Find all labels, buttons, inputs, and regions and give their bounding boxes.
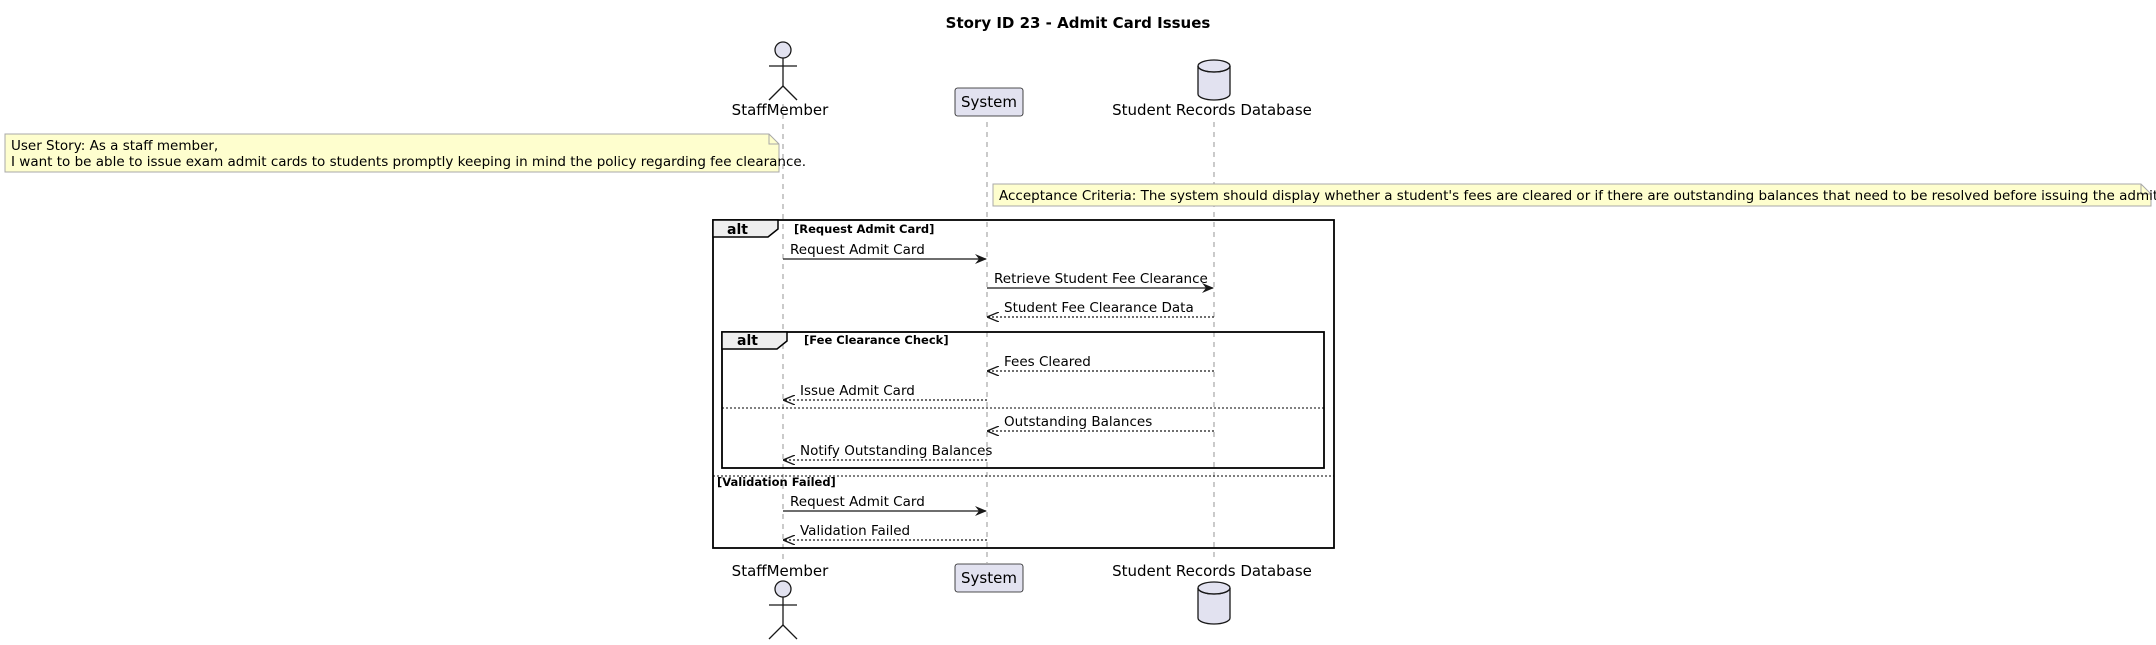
actor-icon [768, 41, 798, 101]
diagram-title: Story ID 23 - Admit Card Issues [946, 14, 1211, 32]
fragment-outer-alt: alt [Request Admit Card] [Validation Fai… [712, 219, 1335, 549]
message-arrow: Request Admit Card [783, 494, 987, 516]
message-arrow: Validation Failed [784, 523, 987, 540]
participant-database-top: Student Records Database [1112, 59, 1312, 119]
database-icon [1197, 581, 1231, 625]
participant-staff-bottom: StaffMember [732, 562, 829, 640]
message-label: Retrieve Student Fee Clearance [994, 271, 1208, 287]
message-label: Notify Outstanding Balances [800, 443, 992, 459]
note-line-1: User Story: As a staff member, [11, 138, 218, 154]
participant-label: StaffMember [732, 101, 829, 119]
fragment-keyword: alt [737, 333, 758, 349]
message-label: Student Fee Clearance Data [1004, 300, 1194, 316]
message-arrow: Request Admit Card [783, 242, 987, 264]
participant-label: System [961, 569, 1017, 587]
message-label: Issue Admit Card [800, 383, 915, 399]
message-arrow: Outstanding Balances [988, 414, 1214, 431]
fragment-guard: [Request Admit Card] [794, 222, 934, 236]
participant-database-bottom: Student Records Database [1112, 562, 1312, 625]
message-arrow: Student Fee Clearance Data [988, 300, 1214, 317]
participant-label: StaffMember [732, 562, 829, 580]
note-user-story: User Story: As a staff member, I want to… [4, 133, 806, 173]
note-line-2: I want to be able to issue exam admit ca… [11, 154, 806, 170]
participant-staff-top: StaffMember [732, 41, 829, 119]
message-label: Request Admit Card [790, 494, 925, 510]
participant-label: Student Records Database [1112, 101, 1312, 119]
message-arrow: Issue Admit Card [784, 383, 987, 400]
message-label: Request Admit Card [790, 242, 925, 258]
message-arrow: Notify Outstanding Balances [784, 443, 992, 460]
fragment-inner-alt: alt [Fee Clearance Check] [721, 331, 1325, 469]
participant-label: System [961, 93, 1017, 111]
participant-system-top: System [954, 87, 1024, 117]
participant-system-bottom: System [954, 563, 1024, 593]
database-icon [1197, 59, 1231, 101]
message-label: Validation Failed [800, 523, 910, 539]
message-label: Outstanding Balances [1004, 414, 1152, 430]
participant-box [954, 563, 1024, 593]
note-text: Acceptance Criteria: The system should d… [999, 188, 2156, 204]
message-arrow: Retrieve Student Fee Clearance [987, 271, 1214, 293]
note-acceptance-criteria: Acceptance Criteria: The system should d… [992, 183, 2156, 207]
fragment-else-guard: [Validation Failed] [717, 475, 836, 489]
participant-label: Student Records Database [1112, 562, 1312, 580]
fragment-guard: [Fee Clearance Check] [804, 333, 949, 347]
participant-box [954, 87, 1024, 117]
actor-icon [768, 580, 798, 640]
message-label: Fees Cleared [1004, 354, 1091, 370]
message-arrow: Fees Cleared [988, 354, 1214, 371]
fragment-keyword: alt [727, 222, 748, 238]
